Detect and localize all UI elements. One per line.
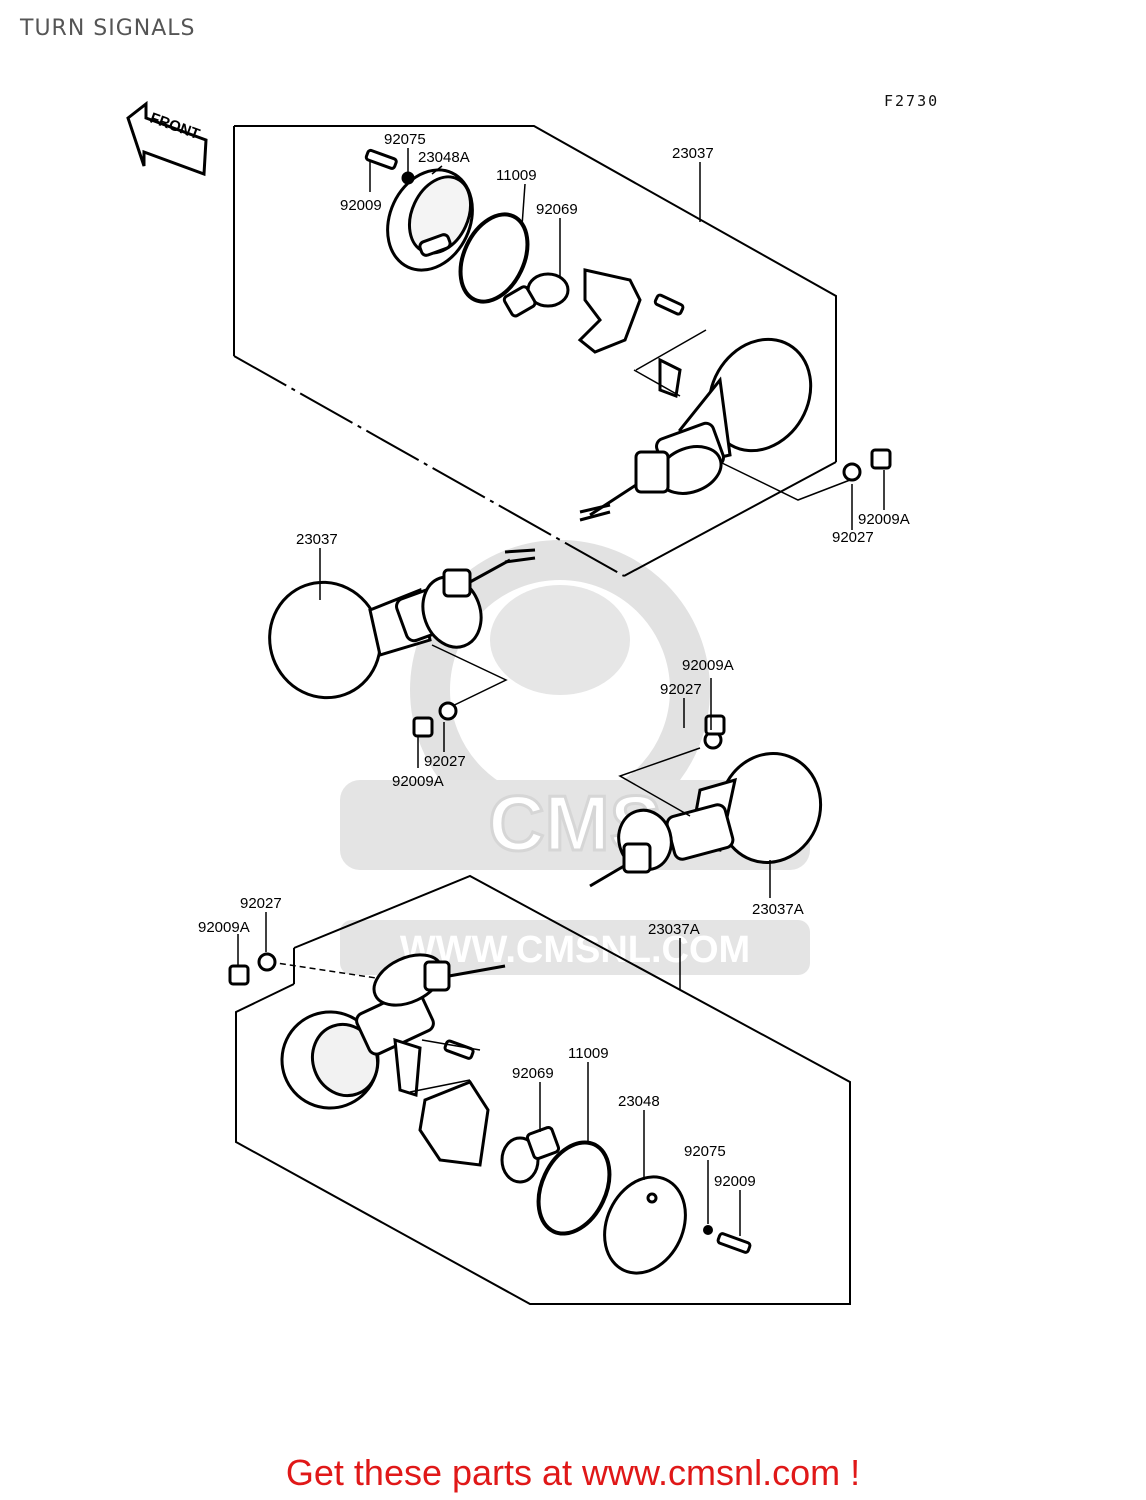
callout-92009-top: 92009 — [340, 197, 382, 214]
bulb-92069-top — [502, 272, 570, 318]
callout-11009-top: 11009 — [496, 167, 537, 184]
figure-code: F2730 — [884, 92, 940, 110]
washer-92075-lower — [703, 1225, 713, 1235]
collar-92027-middle — [438, 701, 458, 721]
callout-92009a-upper: 92009A — [858, 511, 910, 528]
collar-92027-lower — [257, 952, 277, 972]
callout-11009-lower: 11009 — [568, 1045, 609, 1062]
lower-assembly-outline — [235, 874, 851, 1305]
callout-92009a-middle: 92009A — [392, 773, 444, 790]
callout-92009a-lower: 92009A — [198, 919, 250, 936]
housing-23037-upper — [579, 337, 813, 522]
callout-92027-middle: 92027 — [424, 753, 466, 770]
socket-clip-top — [577, 268, 642, 354]
front-arrow: FRONT — [126, 100, 208, 177]
callout-92075-lower: 92075 — [684, 1143, 726, 1160]
callout-92027-lower: 92027 — [240, 895, 282, 912]
callout-92069-top: 92069 — [536, 201, 578, 218]
socket-clip-lower — [393, 1037, 422, 1097]
screw-92009-lower — [716, 1232, 752, 1254]
page-title: TURN SIGNALS — [20, 16, 196, 41]
bulb-92069-lower — [500, 1125, 561, 1184]
bolt-92009a-middle — [412, 716, 434, 738]
callout-23037a-right: 23037A — [752, 901, 804, 918]
upper-assembly-outline — [234, 125, 837, 462]
gasket-11009-top — [458, 212, 530, 304]
gasket-11009-lower — [536, 1140, 612, 1236]
callout-23037a-lower: 23037A — [648, 921, 700, 938]
bolt-92009a-upper — [870, 448, 892, 470]
callout-92075-top: 92075 — [384, 131, 426, 148]
watermark-url: WWW.CMSNL.COM — [400, 929, 750, 971]
housing-23037-middle — [268, 548, 536, 700]
housing-23037a-lower — [280, 953, 506, 1110]
lens-23048a — [386, 168, 474, 272]
leader-lines — [237, 148, 885, 1236]
watermark: CMS WWW.CMSNL.COM — [340, 540, 810, 975]
callout-92009a-right: 92009A — [682, 657, 734, 674]
footer-link-text[interactable]: Get these parts at www.cmsnl.com ! — [285, 1452, 861, 1493]
bolt-92009a-right — [704, 714, 726, 736]
collar-92027-upper — [842, 462, 862, 482]
housing-23037a-right — [589, 752, 823, 888]
callout-92027-right: 92027 — [660, 681, 702, 698]
lens-23048 — [603, 1175, 687, 1275]
callout-92009-lower: 92009 — [714, 1173, 756, 1190]
callout-23037-upper: 23037 — [672, 145, 714, 162]
callout-23048: 23048 — [618, 1093, 660, 1110]
callout-92027-upper: 92027 — [832, 529, 874, 546]
bolt-92009a-lower — [228, 964, 250, 986]
callout-92069-lower: 92069 — [512, 1065, 554, 1082]
callout-23048a: 23048A — [418, 149, 470, 166]
callout-23037-middle: 23037 — [296, 531, 338, 548]
screw-92009-top — [364, 148, 415, 185]
